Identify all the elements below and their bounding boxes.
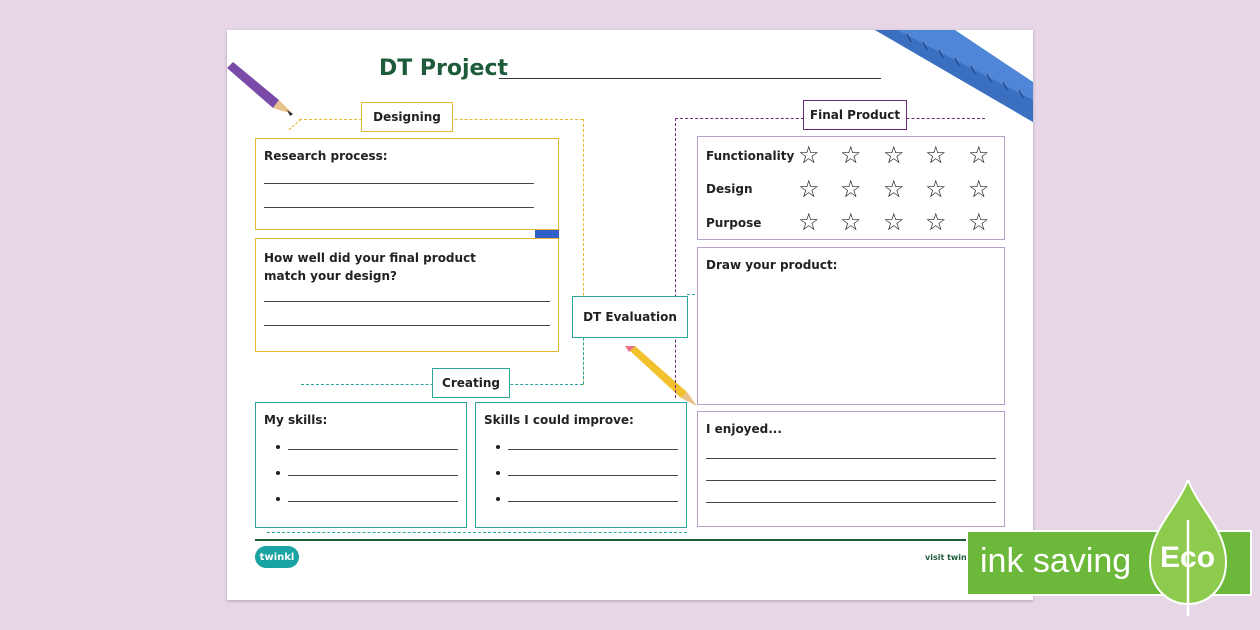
my-skills-box: My skills: [255, 402, 467, 528]
star-icon[interactable]: ☆ [840, 141, 862, 169]
name-write-line[interactable] [499, 78, 881, 79]
bullet-point [496, 471, 500, 475]
connector-line [675, 118, 676, 398]
ink-saving-text: ink saving [980, 542, 1132, 580]
write-line[interactable] [264, 183, 534, 184]
enjoyed-box: I enjoyed... [697, 411, 1005, 527]
star-icon[interactable]: ☆ [968, 175, 990, 203]
rating-label-design: Design [706, 182, 753, 196]
connector-line [583, 119, 584, 385]
bullet-point [276, 445, 280, 449]
star-icon[interactable]: ☆ [968, 141, 990, 169]
connector-line [267, 532, 687, 533]
page-title: DT Project [379, 56, 509, 81]
connector-line [687, 294, 695, 295]
section-tag-designing: Designing [361, 102, 453, 132]
evaluation-tag: DT Evaluation [572, 296, 688, 338]
leaf-drop-icon [1148, 480, 1228, 616]
research-box: Research process: [255, 138, 559, 230]
write-line[interactable] [508, 501, 678, 502]
star-icon[interactable]: ☆ [925, 141, 947, 169]
pencil-icon [625, 346, 697, 406]
star-icon[interactable]: ☆ [883, 175, 905, 203]
star-icon[interactable]: ☆ [840, 175, 862, 203]
bullet-point [496, 445, 500, 449]
star-icon[interactable]: ☆ [883, 141, 905, 169]
bullet-point [276, 497, 280, 501]
ratings-box: Functionality Design Purpose ☆ ☆ ☆ ☆ ☆ ☆… [697, 136, 1005, 240]
rating-label-purpose: Purpose [706, 216, 762, 230]
pencil-icon [227, 62, 293, 116]
connector-line [583, 328, 584, 384]
draw-product-box[interactable]: Draw your product: [697, 247, 1005, 405]
star-icon[interactable]: ☆ [925, 208, 947, 236]
improve-skills-label: Skills I could improve: [484, 413, 634, 427]
star-icon[interactable]: ☆ [798, 208, 820, 236]
footer-divider [255, 539, 1005, 541]
write-line[interactable] [288, 475, 458, 476]
star-icon[interactable]: ☆ [883, 208, 905, 236]
bullet-point [496, 497, 500, 501]
my-skills-label: My skills: [264, 413, 328, 427]
footer-url: visit twinkl.ie [925, 553, 986, 562]
write-line[interactable] [508, 449, 678, 450]
star-icon[interactable]: ☆ [968, 208, 990, 236]
draw-product-label: Draw your product: [706, 258, 838, 272]
star-icon[interactable]: ☆ [925, 175, 947, 203]
match-box: How well did your final product match yo… [255, 238, 559, 352]
write-line[interactable] [508, 475, 678, 476]
star-icon[interactable]: ☆ [798, 175, 820, 203]
improve-skills-box: Skills I could improve: [475, 402, 687, 528]
write-line[interactable] [706, 502, 996, 503]
enjoyed-label: I enjoyed... [706, 422, 782, 436]
star-icon[interactable]: ☆ [798, 141, 820, 169]
eco-label: Eco [1160, 541, 1216, 574]
twinkl-logo: twinkl [255, 546, 299, 568]
ruler-icon [875, 30, 1033, 122]
section-tag-creating: Creating [432, 368, 510, 398]
match-label: How well did your final product match yo… [264, 251, 476, 283]
bullet-point [276, 471, 280, 475]
write-line[interactable] [264, 325, 550, 326]
research-label: Research process: [264, 149, 388, 163]
section-tag-final-product: Final Product [803, 100, 907, 130]
write-line[interactable] [706, 480, 996, 481]
write-line[interactable] [288, 501, 458, 502]
write-line[interactable] [264, 207, 534, 208]
rating-label-functionality: Functionality [706, 149, 795, 163]
connector-line [288, 119, 302, 131]
write-line[interactable] [288, 449, 458, 450]
worksheet: DT Project Designing Research process: H… [227, 30, 1033, 600]
star-icon[interactable]: ☆ [840, 208, 862, 236]
write-line[interactable] [264, 301, 550, 302]
write-line[interactable] [706, 458, 996, 459]
